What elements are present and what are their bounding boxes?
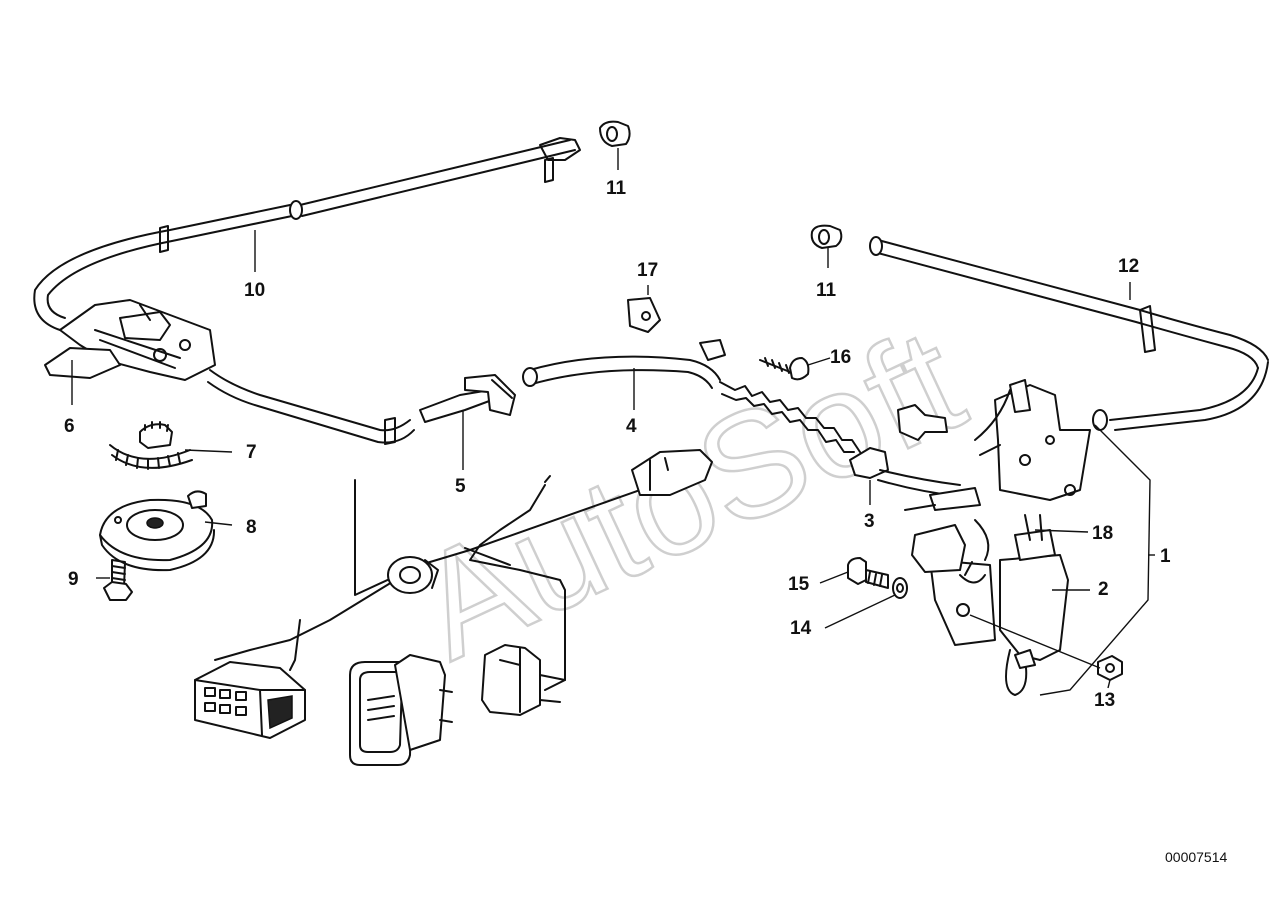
washer-part-14 <box>892 577 908 599</box>
watermark: AutoSoft <box>393 295 985 690</box>
callout-3: 3 <box>864 511 875 532</box>
clip-part-17 <box>627 297 661 333</box>
callout-15: 15 <box>788 574 810 595</box>
cam-disc-part-8 <box>99 490 216 572</box>
hose-lower-left <box>207 369 415 445</box>
connector-housing-bottom-left <box>194 661 306 739</box>
callout-11-left: 11 <box>606 178 627 199</box>
screw-part-16 <box>759 357 810 381</box>
plug-part-11-left <box>599 120 631 147</box>
bracket-part-1 <box>1039 424 1151 696</box>
pump-assembly-part-6 <box>44 299 216 381</box>
callout-5: 5 <box>455 476 466 497</box>
nut-part-13 <box>1097 655 1123 681</box>
wiring-harness <box>214 449 713 691</box>
nozzle-fitting <box>897 404 948 441</box>
callout-7: 7 <box>246 442 257 463</box>
bolt-part-9 <box>103 559 133 601</box>
connector-part-5 <box>419 374 516 423</box>
bolt-part-15 <box>847 557 889 589</box>
plug-part-11-right <box>810 224 843 249</box>
callout-14: 14 <box>790 618 812 639</box>
callout-labels: 11 10 6 7 5 8 9 17 4 11 16 12 3 18 1 2 1… <box>64 178 1171 711</box>
callout-12: 12 <box>1118 256 1139 277</box>
spring-coil <box>719 381 861 453</box>
hose-center-part-4 <box>522 339 726 389</box>
gear-part-7 <box>109 421 193 470</box>
callout-18: 18 <box>1092 523 1113 544</box>
callout-2: 2 <box>1098 579 1109 600</box>
hose-right-part-12 <box>869 236 1269 431</box>
callout-16: 16 <box>830 347 851 368</box>
connector-bottom-right <box>481 644 566 716</box>
catalog-number: 00007514 <box>1165 849 1228 865</box>
callout-1: 1 <box>1160 546 1171 567</box>
callout-13: 13 <box>1094 690 1115 711</box>
switch-part <box>349 654 453 766</box>
callout-9: 9 <box>68 569 79 590</box>
callout-10: 10 <box>244 280 265 301</box>
callout-17: 17 <box>637 260 658 281</box>
callout-11-right: 11 <box>816 280 837 301</box>
callout-6: 6 <box>64 416 75 437</box>
leader-lines <box>71 148 1155 689</box>
callout-4: 4 <box>626 416 637 437</box>
callout-8: 8 <box>246 517 257 538</box>
connector-plug-right <box>904 487 990 584</box>
hose-left-part-10 <box>33 137 581 331</box>
